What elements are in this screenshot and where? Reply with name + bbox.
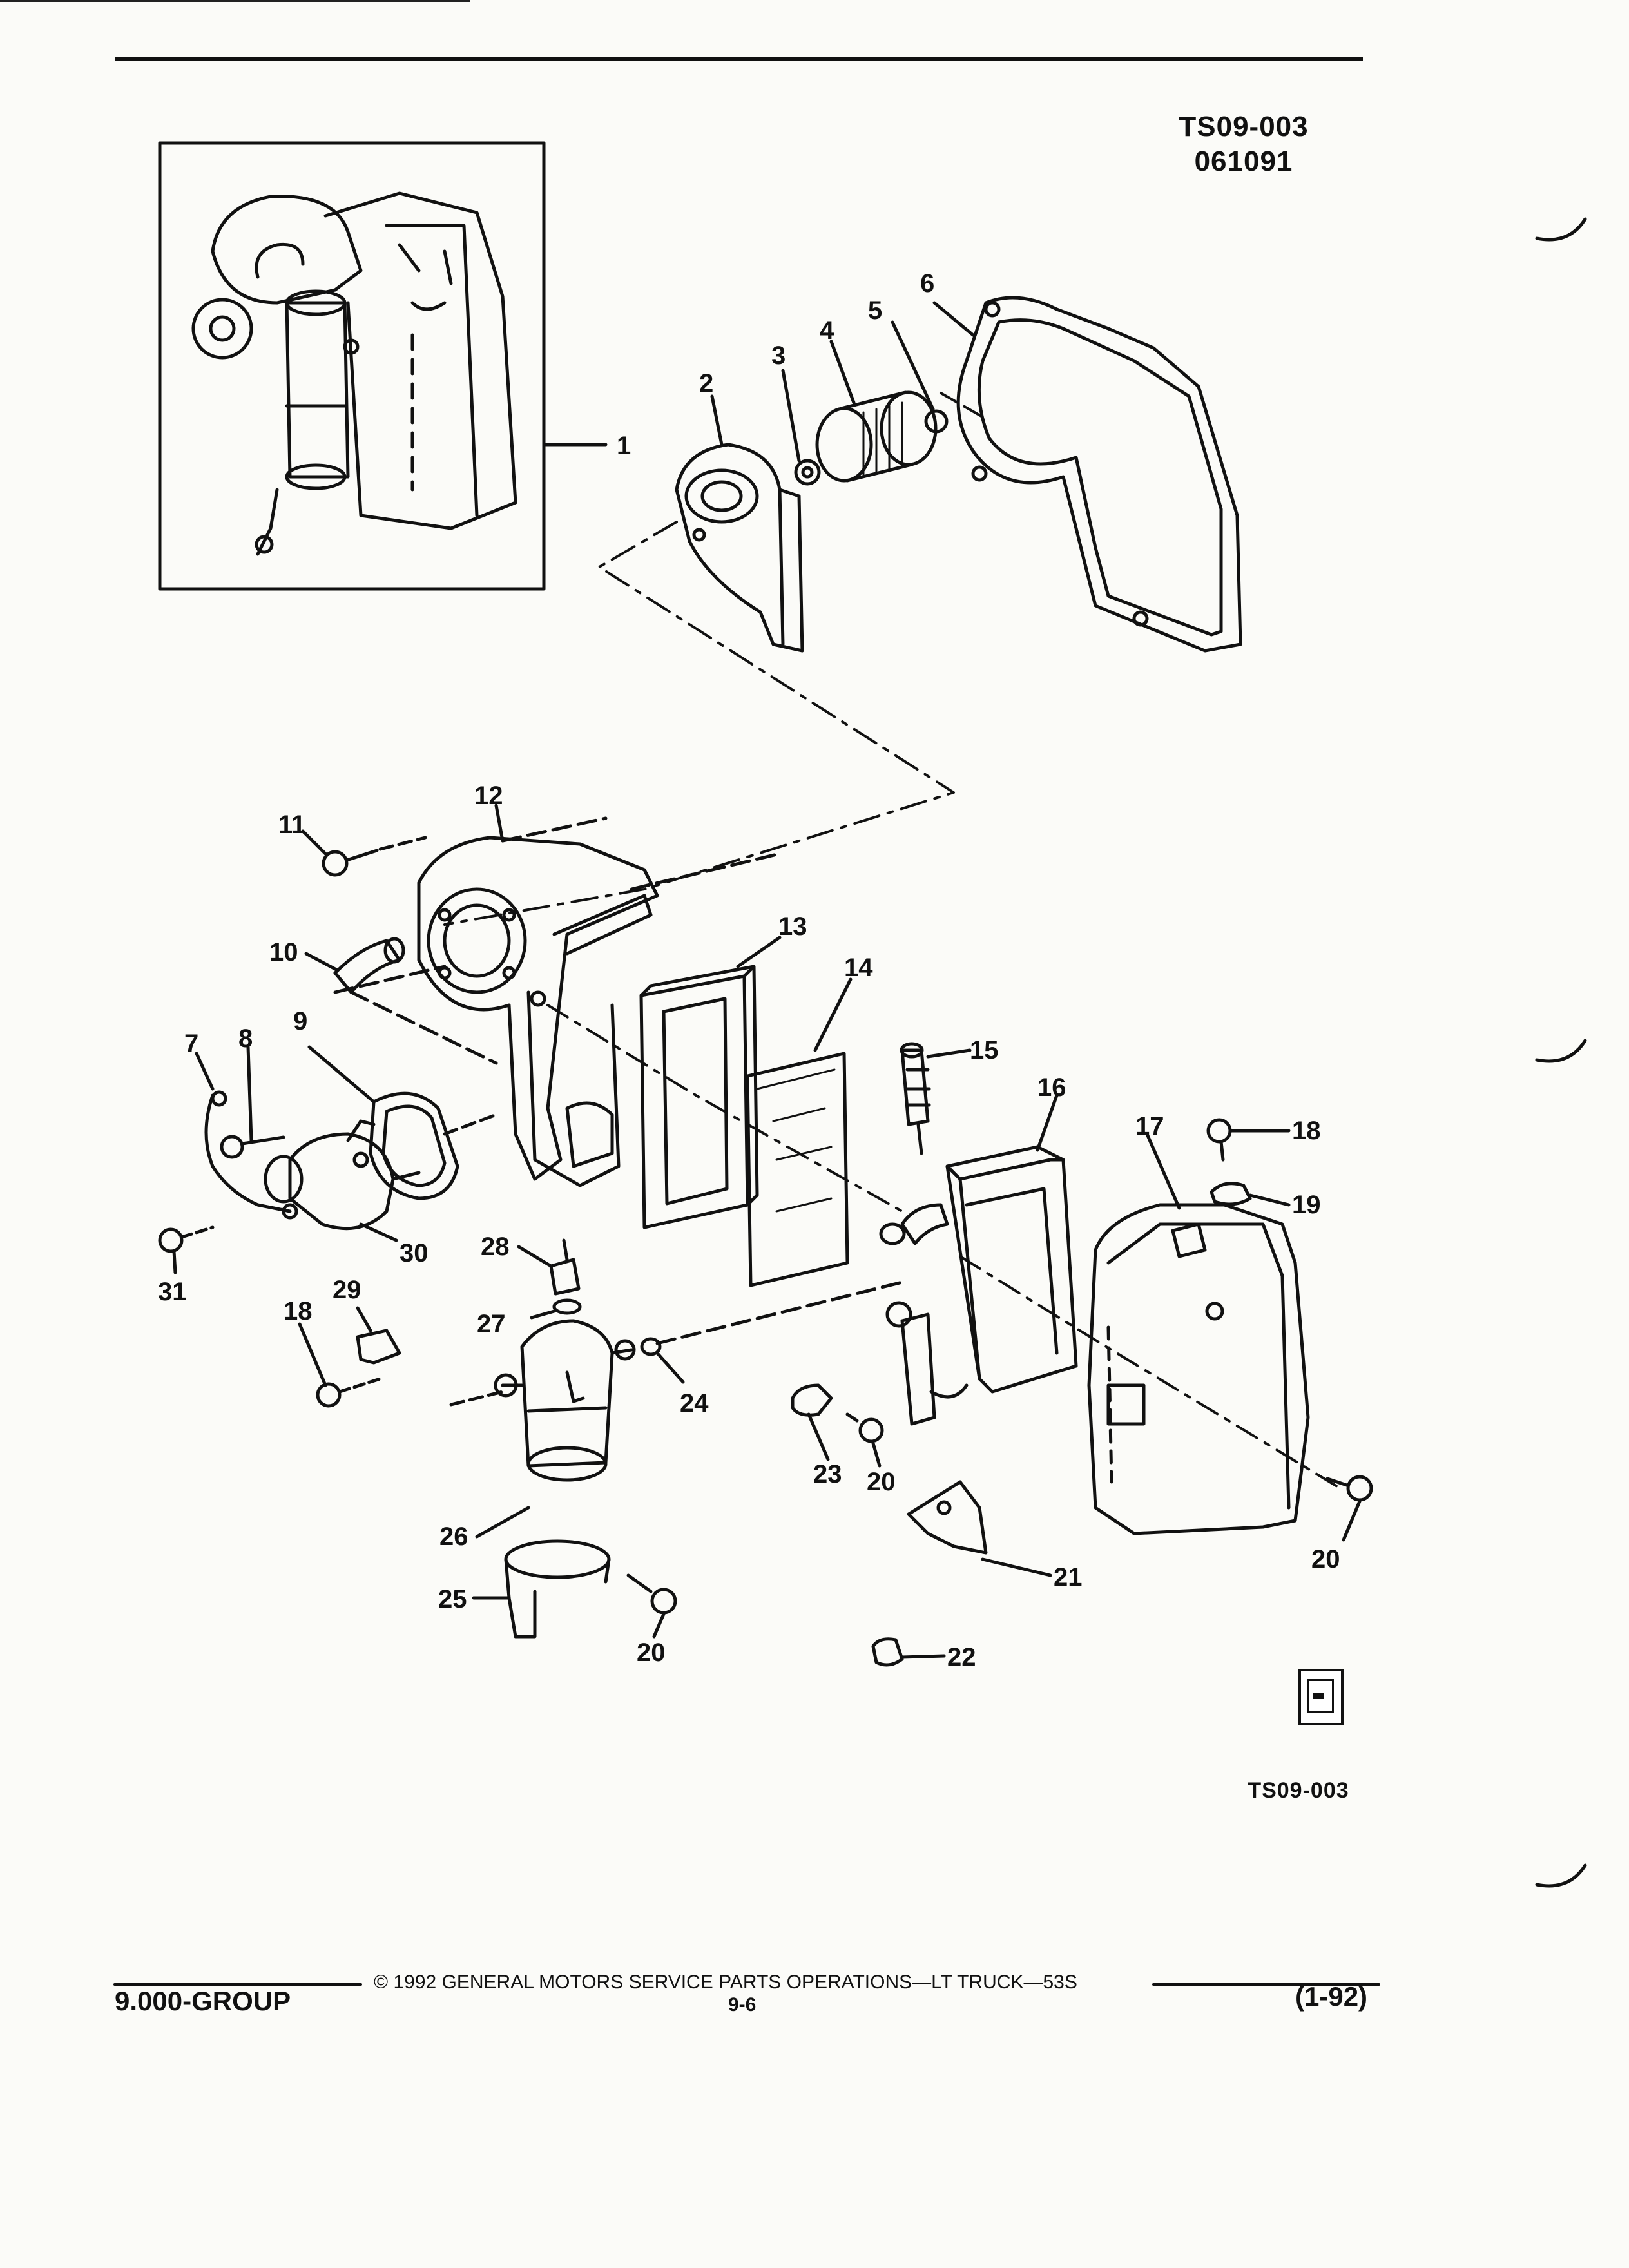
callout-8: 8 (238, 1024, 253, 1053)
assembled-heater-unit (191, 191, 517, 556)
part-14-heater-core (746, 1052, 849, 1287)
callout-30: 30 (400, 1239, 429, 1267)
callout-6: 6 (920, 269, 935, 298)
footer-copyright: © 1992 GENERAL MOTORS SERVICE PARTS OPER… (374, 1972, 1077, 1993)
callout-9: 9 (293, 1007, 308, 1035)
part-31-screw (158, 1225, 215, 1253)
part-26-receiver-drier (494, 1319, 636, 1482)
callout-11: 11 (278, 811, 306, 839)
callout-13: 13 (778, 912, 807, 941)
callout-20-right: 20 (1311, 1545, 1340, 1573)
callout-19: 19 (1292, 1191, 1321, 1219)
part-3-washer (794, 459, 821, 486)
callout-4: 4 (820, 316, 834, 345)
callout-29: 29 (333, 1276, 361, 1304)
part-20-screw-right (1325, 1475, 1373, 1502)
callout-28: 28 (481, 1233, 510, 1261)
part-8-screw (220, 1135, 285, 1159)
part-22-plug (871, 1637, 904, 1667)
part-4-blower-wheel (815, 390, 938, 483)
part-17-cover (1087, 1203, 1310, 1535)
callout-27: 27 (477, 1310, 506, 1338)
part-20-screw-middle (845, 1412, 884, 1443)
part-16-heater-case (879, 1145, 1078, 1426)
figure-code: TS09-003 (1179, 111, 1309, 142)
callout-1: 1 (617, 432, 631, 460)
callout-10: 10 (269, 938, 298, 966)
part-20-screw-lower (626, 1573, 677, 1615)
part-2-mount-plate (675, 443, 804, 653)
part-29-relay (356, 1329, 401, 1365)
part-25-strap-bracket (504, 1539, 611, 1639)
assembly-inset-box (158, 141, 546, 591)
footer-revision: (1-92) (1295, 1981, 1368, 2012)
part-24-o-ring (640, 1337, 662, 1356)
callout-25: 25 (438, 1585, 467, 1613)
figure-date: 061091 (1194, 146, 1293, 177)
callout-18-right: 18 (1292, 1117, 1321, 1145)
part-18-bolt-right (1206, 1118, 1232, 1162)
part-19-clip (1210, 1182, 1252, 1206)
callout-21: 21 (1054, 1563, 1083, 1591)
callout-26: 26 (439, 1523, 468, 1551)
callout-17: 17 (1135, 1112, 1164, 1140)
callout-20-lower: 20 (637, 1639, 666, 1667)
part-23-clamp (791, 1383, 833, 1417)
footer-group: 9.000-GROUP (115, 1986, 291, 2016)
part-27-o-ring (552, 1298, 582, 1315)
part-28-fitting (549, 1238, 581, 1296)
callout-15: 15 (970, 1036, 999, 1064)
part-5-nut (924, 409, 949, 434)
callout-3: 3 (771, 341, 786, 370)
callout-16: 16 (1037, 1073, 1066, 1102)
part-15-valve (900, 1042, 931, 1155)
callout-2: 2 (699, 369, 714, 398)
top-edge-stub (0, 0, 470, 2)
part-7-wire-harness (204, 1090, 298, 1220)
callout-18-left: 18 (284, 1297, 313, 1325)
figure-caption: TS09-003 (1248, 1778, 1349, 1803)
callout-7: 7 (184, 1030, 199, 1058)
part-21-bracket (907, 1480, 988, 1555)
reference-icon (1298, 1669, 1344, 1725)
callout-22: 22 (947, 1643, 976, 1671)
callout-14: 14 (844, 954, 873, 982)
header-rule (115, 57, 1363, 61)
part-18-bolt-left (316, 1377, 382, 1408)
callout-12: 12 (474, 782, 503, 810)
callout-23: 23 (813, 1460, 842, 1488)
callout-31: 31 (158, 1278, 187, 1306)
part-6-gasket (956, 296, 1242, 653)
footer-page-number: 9-6 (728, 1994, 757, 2015)
callout-5: 5 (868, 296, 883, 325)
part-12-blower-housing (417, 836, 659, 1187)
part-9-gasket (369, 1091, 459, 1200)
part-11-screw (322, 849, 379, 877)
callout-24: 24 (680, 1389, 709, 1418)
callout-20-middle: 20 (867, 1468, 896, 1496)
